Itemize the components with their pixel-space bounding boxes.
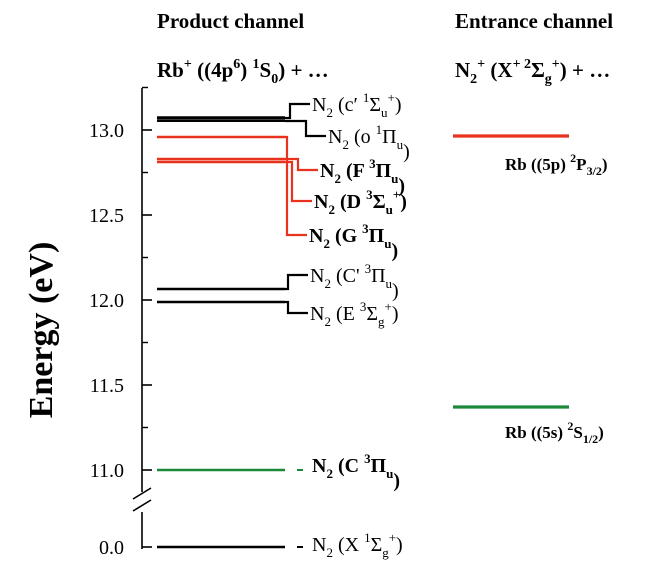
- level-label-f-3pi: N2 (F 3Πu): [320, 156, 405, 197]
- level-label-c-prime-3pi: N2 (C' 3Πu): [310, 261, 399, 302]
- connector-c-prime-1sigma: [285, 102, 310, 120]
- level-label-e-3sigma: N2 (E 3Σg+): [310, 299, 399, 329]
- entrance-label-rb-5s: Rb ((5s) 2S1/2): [505, 419, 604, 446]
- axis-break-mark-2: [132, 499, 152, 512]
- y-tick-label: 0.0: [99, 537, 124, 559]
- connector-e-3sigma: [285, 300, 308, 315]
- connector-g-3pi: [285, 135, 307, 237]
- y-tick-label: 12.0: [89, 290, 124, 312]
- entrance-species-header: N2+ (X+ 2Σg+) + …: [455, 57, 610, 87]
- y-axis: [132, 88, 152, 549]
- product-species-header: Rb+ ((4p6) 1S0) + …: [157, 57, 329, 87]
- y-tick-label: 11.5: [90, 375, 124, 397]
- axis-break-mark-1: [132, 487, 152, 500]
- level-label-g-3pi: N2 (G 3Πu): [309, 221, 398, 262]
- entrance-label-rb-5p: Rb ((5p) 2P3/2): [505, 151, 608, 178]
- connector-d-3sigma: [285, 160, 312, 203]
- level-label-c-prime-1sigma: N2 (c′ 1Σu+): [312, 90, 402, 120]
- level-label-o-1pi: N2 (o 1Πu): [328, 122, 410, 163]
- connector-f-3pi: [285, 157, 318, 172]
- y-tick-label: 12.5: [89, 205, 124, 227]
- levels-group: N2 (c′ 1Σu+)N2 (o 1Πu)N2 (F 3Πu)N2 (D 3Σ…: [157, 90, 608, 560]
- entrance-channel-header: Entrance channel: [455, 9, 613, 33]
- level-label-d-3sigma: N2 (D 3Σu+): [314, 187, 407, 217]
- y-tick-label: 11.0: [90, 460, 124, 482]
- y-axis-ticks: 13.0 12.5 12.0 11.5 11.0 0.0: [89, 86, 152, 559]
- product-channel-header: Product channel: [157, 9, 304, 33]
- y-tick-label: 13.0: [89, 120, 124, 142]
- y-axis-title: Energy (eV): [23, 242, 60, 419]
- level-label-x-1sigma: N2 (X 1Σg+): [312, 530, 403, 560]
- connector-c-prime-3pi: [285, 273, 308, 291]
- connector-o-1pi: [285, 119, 326, 138]
- level-label-c-3pi: N2 (C 3Πu): [312, 451, 400, 492]
